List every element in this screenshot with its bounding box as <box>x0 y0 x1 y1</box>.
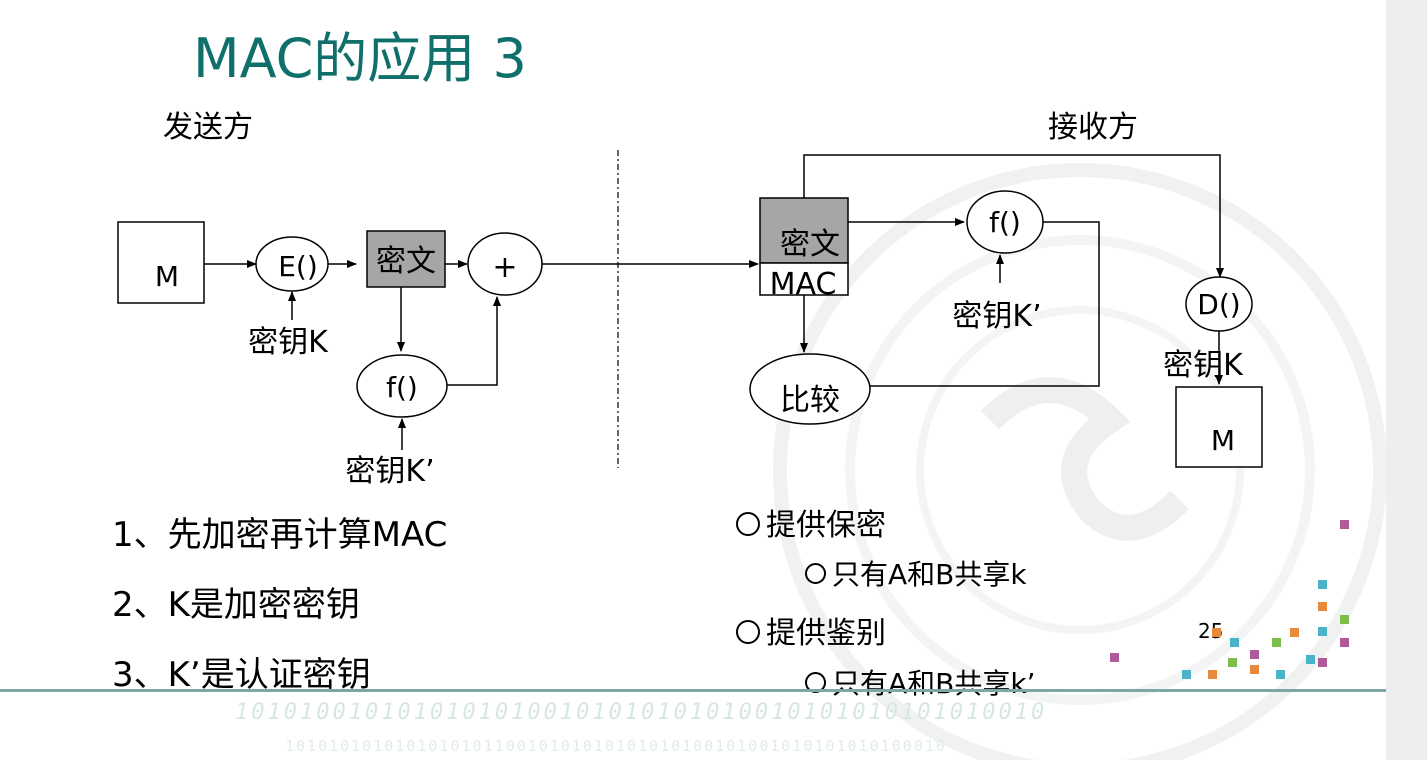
note-right-1: 提供保密 <box>736 500 886 544</box>
footer-binary-pattern: 1010100101010101010010101010101001010101… <box>235 700 1048 725</box>
note-right-1-sub: 只有A和B共享k <box>805 553 1027 593</box>
bullet-circle-icon <box>805 562 826 584</box>
receiver-heading: 接收方 <box>1048 110 1138 145</box>
receiver-cipher-label: 密文 <box>780 227 840 262</box>
sender-message-box <box>117 221 205 304</box>
mac-flow-diagram: M E() 密钥K 密文 + f() 密钥K’ 密文 MAC f() 密钥K’ <box>117 150 1263 489</box>
receiver-mac-node-label: f() <box>989 206 1021 239</box>
slide-title: MAC的应用 3 <box>193 27 527 90</box>
receiver-mac-key-label: 密钥K’ <box>952 299 1041 334</box>
note-right-2-sub: 只有A和B共享k’ <box>805 662 1035 702</box>
background-watermark <box>773 163 1386 760</box>
receiver-message-label: M <box>1211 424 1235 457</box>
note-right-1-sub-text: 只有A和B共享k <box>832 558 1027 591</box>
arrow-mac-to-plus <box>447 296 501 386</box>
bullet-circle-icon <box>736 619 760 644</box>
note-left-1: 1、先加密再计算MAC <box>112 515 448 555</box>
sender-heading: 发送方 <box>163 110 253 145</box>
arrow-cipher-to-decrypt <box>803 154 1224 278</box>
footer-binary-pattern-small: 1010101010101010101100101010101010101001… <box>285 737 947 755</box>
sender-cipher-label: 密文 <box>376 244 436 279</box>
note-right-1-text: 提供保密 <box>766 508 886 543</box>
note-left-3: 3、K’是认证密钥 <box>112 655 371 695</box>
slide-canvas: MAC的应用 3 发送方 接收方 M E() 密钥K 密文 + f() <box>0 27 1386 760</box>
arrow-receiver-mac-to-compare <box>859 221 1100 390</box>
encrypt-node-label: E() <box>278 250 318 283</box>
compare-node-label: 比较 <box>780 383 840 418</box>
decorative-pixel-squares <box>1110 520 1349 679</box>
sender-mac-node <box>356 354 448 418</box>
plus-node-label: + <box>492 250 517 285</box>
decrypt-node-label: D() <box>1197 288 1240 321</box>
window-edge-strip <box>1386 0 1427 760</box>
receiver-message-box <box>1175 386 1263 468</box>
sender-cipher-box <box>366 230 446 288</box>
encrypt-key-label: 密钥K <box>248 325 329 360</box>
sender-mac-node-label: f() <box>386 371 418 404</box>
compare-node <box>749 353 871 425</box>
note-right-2-text: 提供鉴别 <box>766 616 886 651</box>
note-left-2: 2、K是加密密钥 <box>112 585 360 625</box>
footer-accent-bar <box>0 689 1386 692</box>
decrypt-key-label: 密钥K <box>1163 348 1244 383</box>
sender-mac-key-label: 密钥K’ <box>345 454 434 489</box>
note-right-2: 提供鉴别 <box>736 608 886 652</box>
receiver-mac-label: MAC <box>770 267 837 302</box>
bullet-circle-icon <box>736 511 760 536</box>
sender-message-label: M <box>155 260 179 293</box>
note-right-2-sub-text: 只有A和B共享k’ <box>832 667 1036 700</box>
